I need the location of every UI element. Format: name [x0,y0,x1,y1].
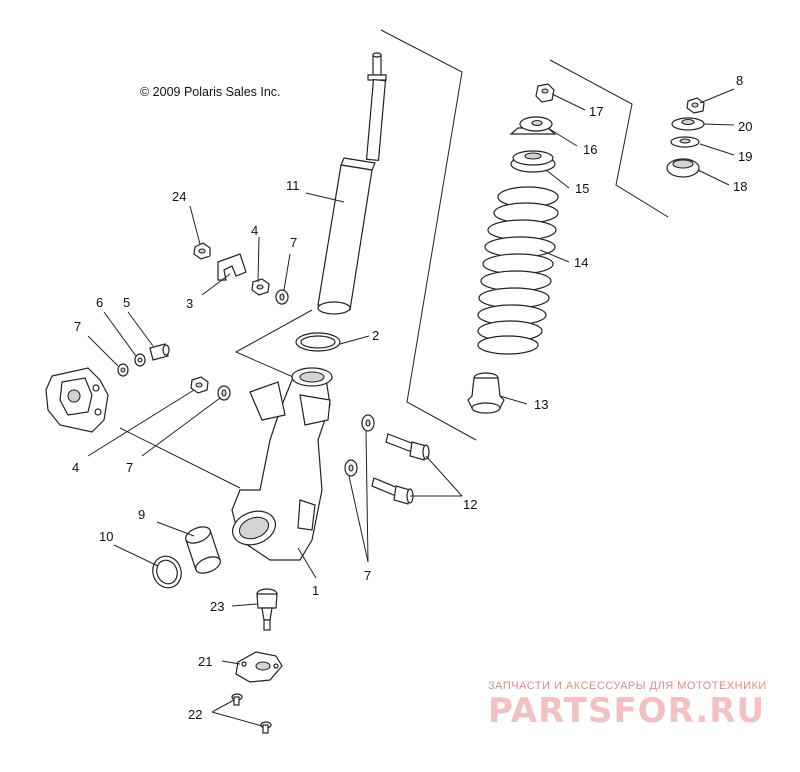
watermark-logo: PARTSFOR.RU [488,691,765,731]
retaining-plate-part [235,651,283,683]
callout-23: 23 [210,599,224,614]
snap-ring-part [152,555,182,589]
callout-7-right: 7 [364,568,371,583]
callout-6: 6 [96,295,103,310]
washer-20-part [671,117,705,131]
bushing-18-part [666,158,700,178]
o-ring-part [295,332,341,352]
nut-4-upper-part [251,278,270,296]
screw-22-lower-part [260,721,272,734]
callout-20: 20 [738,119,752,134]
callout-10: 10 [99,529,113,544]
screw-22-upper-part [231,693,243,706]
callout-8: 8 [736,73,743,88]
callout-1: 1 [312,583,319,598]
washer-19-part [670,136,700,148]
washer-7-right-upper-part [361,414,375,432]
callout-7-lower: 7 [126,460,133,475]
callout-14: 14 [574,255,588,270]
washer-7-upper-part [275,289,289,305]
bleeder-bolt-part [149,343,170,361]
washer-6-part [134,353,146,367]
callout-4-lower: 4 [72,460,79,475]
callout-9: 9 [138,507,145,522]
steering-knuckle-part [231,367,333,561]
nut-8-part [686,97,705,114]
callout-11: 11 [286,178,300,193]
shock-absorber-part [317,52,387,315]
callout-17: 17 [589,104,603,119]
caliper-to-knuckle-line [119,427,241,489]
brake-caliper-part [45,367,109,433]
spring-retainer-part [509,116,557,135]
ball-joint-part [256,588,278,631]
watermark-tagline: ЗАПЧАСТИ И АКСЕССУАРЫ ДЛЯ МОТОТЕХНИКИ [488,680,767,692]
callout-13: 13 [534,397,548,412]
top-nut-17-part [535,83,555,103]
callout-3: 3 [186,296,193,311]
callout-15: 15 [575,181,589,196]
callout-7-upper: 7 [290,235,297,250]
callout-16: 16 [583,142,597,157]
callout-19: 19 [738,149,752,164]
callout-18: 18 [733,179,747,194]
spring-seat-part [510,150,556,173]
copyright-text: © 2009 Polaris Sales Inc. [140,85,281,99]
nut-4-lower-part [190,376,209,394]
washer-7-left-part [117,363,129,377]
callout-24: 24 [172,189,186,204]
callout-5: 5 [123,295,130,310]
shock-group-bracket [380,29,477,441]
callout-21: 21 [198,654,212,669]
bump-stop-part [467,372,505,414]
washer-7-right-lower-part [344,459,358,477]
callout-22: 22 [188,707,202,722]
callout-4-upper: 4 [251,223,258,238]
bracket-clip-part [217,253,247,281]
wheel-bearing-part [185,526,221,574]
washer-7-lower-part [217,385,231,401]
leader-lines [87,88,735,727]
nut-24-part [193,242,211,260]
callout-2: 2 [372,328,379,343]
callout-7-left: 7 [74,319,81,334]
watermark: ЗАПЧАСТИ И АКСЕССУАРЫ ДЛЯ МОТОТЕХНИКИ PA… [488,680,767,731]
bolt-12-lower-part [371,477,414,505]
coil-spring-part [477,186,559,355]
spring-cap-group-bracket [549,59,669,218]
callout-12: 12 [463,497,477,512]
strut-mount-bracket [234,309,313,381]
bolt-12-upper-part [385,433,430,461]
callout-numbers: 1 2 3 4 4 5 6 7 7 7 7 7 8 9 10 11 12 13 … [72,73,752,722]
